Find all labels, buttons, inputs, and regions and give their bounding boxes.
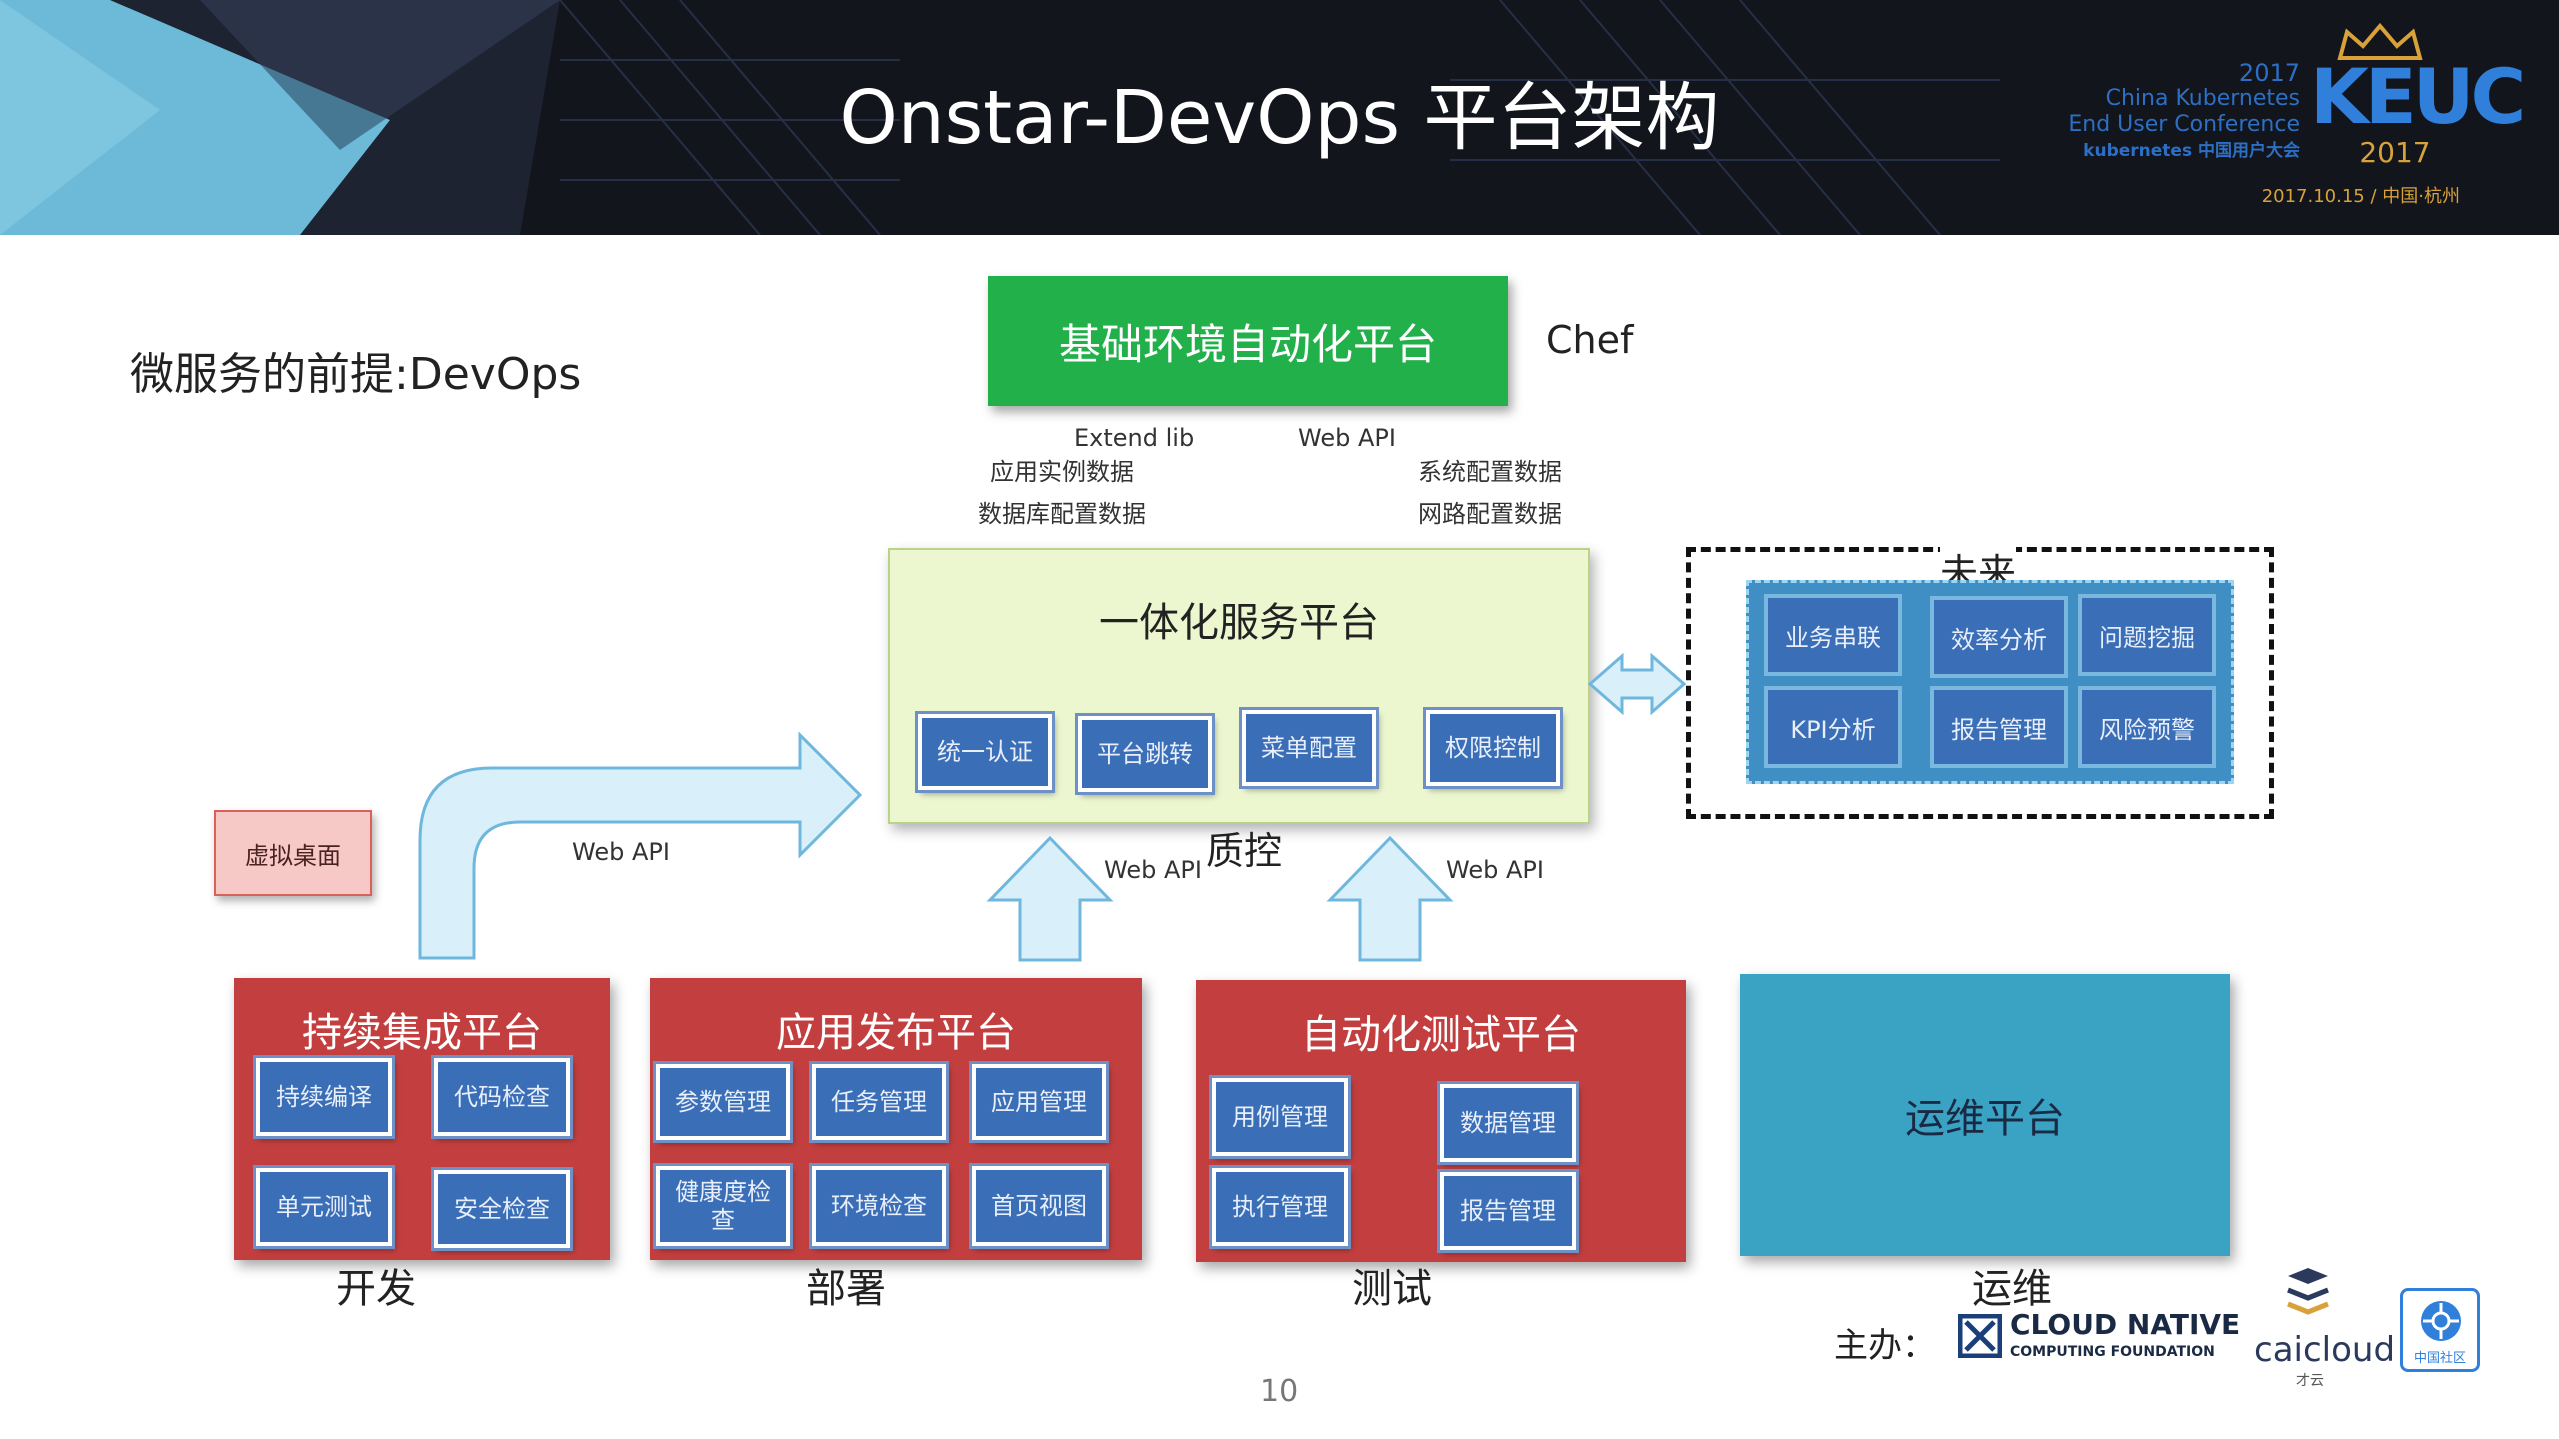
virtual-desktop-label: 虚拟桌面 — [245, 841, 341, 870]
permission-control-module: 权限控制 — [1423, 707, 1563, 789]
param-management-module: 参数管理 — [653, 1061, 793, 1143]
task-management-module: 任务管理 — [809, 1061, 949, 1143]
release-platform-title: 应用发布平台 — [776, 1010, 1016, 1056]
ops-platform: 运维平台 — [1740, 974, 2230, 1256]
business-link-module: 业务串联 — [1764, 594, 1902, 676]
crown-icon — [2337, 22, 2423, 60]
platform-jump-module: 平台跳转 — [1075, 713, 1215, 795]
unit-test-module: 单元测试 — [253, 1165, 395, 1249]
net-config-data-label: 网路配置数据 — [1418, 500, 1562, 528]
conference-line3: kubernetes 中国用户大会 — [2083, 141, 2300, 161]
conference-year-top: 2017 — [2238, 59, 2300, 87]
conference-info: 2017 China Kubernetes End User Conferenc… — [2060, 60, 2300, 164]
ci-web-api-label: Web API — [572, 838, 670, 866]
conference-year-bottom: 2017 — [2359, 136, 2431, 169]
caicloud-subname: 才云 — [2296, 1373, 2324, 1389]
stage-dev-label: 开发 — [336, 1266, 416, 1312]
test-report-management-module: 报告管理 — [1437, 1169, 1579, 1253]
unified-auth-module: 统一认证 — [915, 711, 1055, 793]
report-management-future-module: 报告管理 — [1930, 686, 2068, 768]
continuous-compile-module: 持续编译 — [253, 1055, 395, 1139]
test-to-integrated-arrow — [1326, 835, 1454, 962]
execution-management-module: 执行管理 — [1209, 1165, 1351, 1249]
release-to-integrated-arrow — [986, 835, 1114, 962]
cncf-name: CLOUD NATIVE — [2010, 1308, 2241, 1341]
keuc-logo: KEUC — [2310, 52, 2526, 141]
autotest-platform-title: 自动化测试平台 — [1301, 1012, 1581, 1058]
quality-control-label: 质控 — [1206, 829, 1283, 873]
app-instance-data-label: 应用实例数据 — [990, 458, 1134, 486]
risk-warning-module: 风险预警 — [2078, 686, 2216, 768]
security-check-module: 安全检查 — [431, 1167, 573, 1251]
community-label: 中国社区 — [2413, 1351, 2466, 1366]
conference-date: 2017.10.15 / 中国·杭州 — [2261, 186, 2460, 207]
health-check-module: 健康度检查 — [653, 1163, 793, 1249]
extend-lib-label: Extend lib — [1074, 424, 1195, 452]
infra-automation-label: 基础环境自动化平台 — [1058, 319, 1437, 369]
menu-config-module: 菜单配置 — [1239, 707, 1379, 789]
data-management-module: 数据管理 — [1437, 1081, 1579, 1165]
integrated-future-double-arrow — [1587, 652, 1687, 716]
db-config-data-label: 数据库配置数据 — [978, 500, 1146, 528]
problem-mining-module: 问题挖掘 — [2078, 594, 2216, 676]
conference-line1: China Kubernetes — [2105, 86, 2300, 111]
app-management-module: 应用管理 — [969, 1061, 1109, 1143]
case-management-module: 用例管理 — [1209, 1075, 1351, 1159]
virtual-desktop-box: 虚拟桌面 — [214, 810, 372, 896]
test-web-api-label: Web API — [1446, 856, 1544, 884]
cncf-logo-icon — [1958, 1314, 2002, 1358]
chef-label: Chef — [1546, 318, 1634, 362]
ci-platform-title: 持续集成平台 — [302, 1010, 542, 1056]
page-number: 10 — [1260, 1374, 1299, 1409]
env-check-module: 环境检查 — [809, 1163, 949, 1249]
stage-ops-label: 运维 — [1972, 1266, 2052, 1312]
release-web-api-label: Web API — [1104, 856, 1202, 884]
host-label: 主办： — [1834, 1326, 1936, 1366]
slide-subtitle: 微服务的前提:DevOps — [130, 349, 582, 400]
home-view-module: 首页视图 — [969, 1163, 1109, 1249]
kpi-analysis-module: KPI分析 — [1764, 686, 1902, 768]
top-web-api-label: Web API — [1298, 424, 1396, 452]
cncf-subname: COMPUTING FOUNDATION — [2010, 1344, 2215, 1360]
header-background-decoration — [0, 0, 2000, 235]
ops-platform-title: 运维平台 — [1905, 1096, 2065, 1142]
k8s-china-community-logo: 中国社区 — [2400, 1288, 2480, 1372]
code-check-module: 代码检查 — [431, 1055, 573, 1139]
stage-test-label: 测试 — [1352, 1266, 1432, 1312]
caicloud-logo-icon — [2287, 1268, 2329, 1315]
infra-automation-platform: 基础环境自动化平台 — [988, 276, 1508, 406]
slide-header: Onstar-DevOps 平台架构 2017 China Kubernetes… — [0, 0, 2559, 235]
stage-deploy-label: 部署 — [806, 1266, 886, 1312]
efficiency-analysis-module: 效率分析 — [1930, 596, 2068, 678]
slide-title: Onstar-DevOps 平台架构 — [839, 75, 1720, 161]
conference-line2: End User Conference — [2068, 112, 2300, 137]
kubernetes-wheel-icon — [2421, 1301, 2461, 1341]
caicloud-name: caicloud — [2254, 1330, 2396, 1370]
integrated-platform-title: 一体化服务平台 — [1099, 600, 1379, 646]
sys-config-data-label: 系统配置数据 — [1418, 458, 1562, 486]
